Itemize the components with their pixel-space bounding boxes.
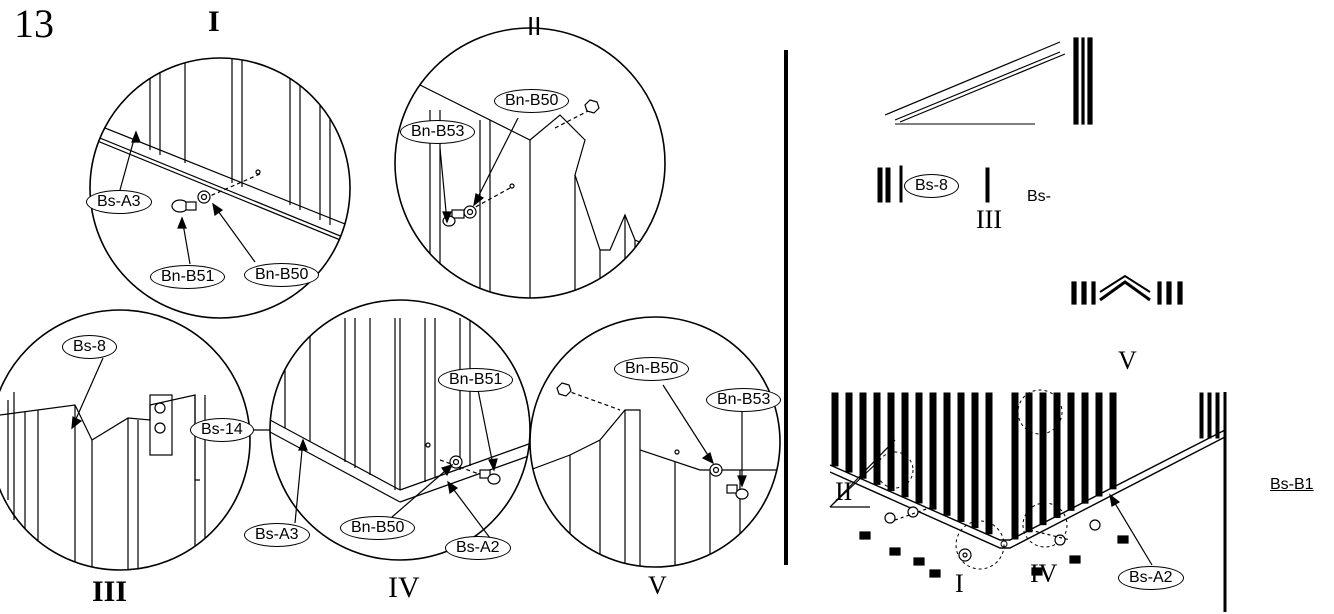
wall-stripe: [1039, 392, 1047, 526]
detail-view-3: [0, 394, 206, 570]
view-1-label-bs-a3: Bs-A3: [86, 190, 152, 214]
wall-stripe: [859, 392, 867, 479]
wall-stripe: [1095, 392, 1103, 497]
view-5-label-bn-b50: Bn-B50: [614, 357, 690, 381]
view-1-title: I: [208, 5, 220, 38]
view-2-label-bn-b53: Bn-B53: [400, 120, 476, 144]
view-4-label-bn-b50: Bn-B50: [340, 516, 416, 540]
wall-stripe: [845, 392, 853, 473]
view-3-label-bs-14: Bs-14: [190, 418, 254, 442]
wall-stripe: [1025, 392, 1033, 533]
wall-stripe: [901, 392, 909, 498]
overview-label-bs-8: Bs-8: [904, 174, 959, 198]
view-2-title: II: [527, 11, 542, 41]
wall-stripe: [1081, 392, 1089, 504]
overview-label-bs-cut: Bs-: [1027, 188, 1051, 205]
view-4-label-bs-a2: Bs-A2: [445, 536, 511, 560]
overview-callout-4: IV: [1030, 559, 1058, 588]
overview-callout-2: II: [835, 477, 853, 506]
view-4-label-bs-a3: Bs-A3: [244, 523, 310, 547]
wall-stripe: [1199, 392, 1204, 439]
wall-stripe: [1053, 392, 1061, 518]
overview-callout-5: V: [1118, 346, 1137, 375]
overview-callout-1: I: [955, 569, 964, 598]
overview-corner: [829, 389, 1227, 612]
wall-stripe: [957, 392, 965, 522]
detail-view-4: [270, 318, 530, 503]
view-4-label-bn-b51: Bn-B51: [438, 368, 514, 392]
view-5-hardware: [556, 382, 749, 500]
detail-view-2: [409, 79, 665, 298]
wall-stripe: [1067, 392, 1075, 511]
view-2-label-bn-b50: Bn-B50: [494, 89, 570, 113]
wall-stripe: [1011, 392, 1019, 540]
overview-label-bs-b1: Bs-B1: [1270, 476, 1314, 493]
wall-stripe: [915, 392, 923, 504]
view-5-label-bn-b53: Bn-B53: [706, 388, 782, 412]
wall-stripe: [943, 392, 951, 516]
wall-stripe: [873, 392, 881, 485]
wall-stripe: [971, 392, 979, 529]
wall-stripe: [985, 392, 993, 535]
wall-stripe: [929, 392, 937, 510]
view-4-title: IV: [388, 571, 420, 604]
view-3-title: III: [92, 575, 128, 608]
overview-top-fragment: [884, 37, 1093, 125]
wall-stripe: [1215, 392, 1220, 439]
overview-hardware: [859, 505, 1129, 578]
wall-stripe: [831, 392, 839, 467]
step-number: 13: [14, 1, 54, 46]
overview-bs8-fragment: [877, 165, 990, 203]
view-1-label-bn-b51: Bn-B51: [150, 265, 226, 289]
view-3-label-bs-8: Bs-8: [62, 335, 117, 359]
wall-stripe: [1207, 392, 1212, 439]
wall-stripe: [1109, 392, 1117, 490]
view-1-label-bn-b50: Bn-B50: [244, 263, 320, 287]
view-4-hardware: [449, 455, 501, 485]
overview-v-fragment: [1071, 274, 1183, 305]
overview-callout-3: III: [976, 205, 1002, 234]
view-1-hardware: [171, 190, 211, 213]
overview-label-bs-a2: Bs-A2: [1118, 566, 1184, 590]
view-5-title: V: [648, 571, 667, 600]
